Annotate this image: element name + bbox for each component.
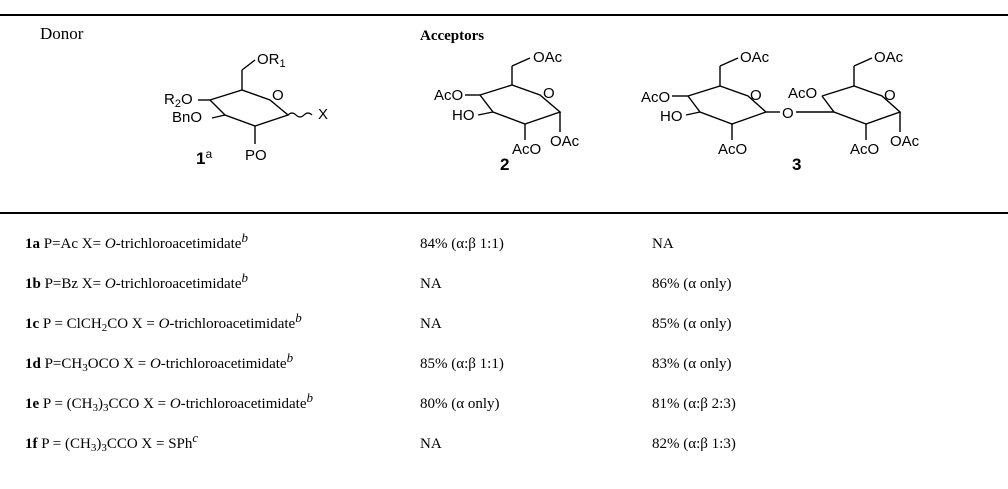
donor-r2o-label: R2O — [164, 91, 193, 110]
donor-cell: 1c P = ClCH2CO X = O-trichloroacetimidat… — [25, 310, 302, 334]
acceptor-3-aco-bottom-right: AcO — [850, 141, 879, 158]
table-top-rule — [0, 14, 1008, 16]
table-header-rule — [0, 212, 1008, 214]
donor-cell: 1d P=CH3OCO X = O-trichloroacetimidateb — [25, 350, 294, 374]
yield-acceptor-3: 82% (α:β 1:3) — [652, 436, 736, 452]
acceptor-3-ring-oxygen-right: O — [884, 87, 896, 104]
acceptor-2-structure — [465, 57, 562, 140]
acceptor-2-compound-number: 2 — [500, 155, 509, 174]
acceptor-3-structure — [672, 57, 902, 140]
acceptor-2-aco-label: AcO — [434, 87, 463, 104]
yield-acceptor-2: NA — [420, 436, 442, 452]
donor-po-label: PO — [245, 147, 267, 164]
yield-acceptor-2: 80% (α only) — [420, 396, 500, 412]
acceptor-2-ring-oxygen: O — [543, 85, 555, 102]
table-row: 1d P=CH3OCO X = O-trichloroacetimidateb … — [0, 346, 1008, 386]
yield-acceptor-3: 86% (α only) — [652, 276, 732, 292]
acceptor-2-ho-label: HO — [452, 107, 475, 124]
yield-acceptor-3: 83% (α only) — [652, 356, 732, 372]
table-row: 1b P=Bz X= O-trichloroacetimidateb NA 86… — [0, 266, 1008, 306]
donor-or1-label: OR1 — [257, 51, 286, 70]
acceptor-3-glycosidic-oxygen: O — [782, 105, 794, 122]
acceptor-2-oac-anomeric: OAc — [550, 133, 580, 150]
donor-bno-label: BnO — [172, 109, 202, 126]
donor-column-header: Donor — [40, 24, 84, 43]
acceptor-3-oac-top-left: OAc — [740, 49, 770, 66]
donor-cell: 1b P=Bz X= O-trichloroacetimidateb — [25, 270, 248, 292]
donor-compound-number: 1a — [196, 147, 212, 168]
acceptor-3-aco-left: AcO — [641, 89, 670, 106]
acceptor-2-oac-top: OAc — [533, 49, 563, 66]
acceptor-3-ho-label: HO — [660, 108, 683, 125]
table-row: 1c P = ClCH2CO X = O-trichloroacetimidat… — [0, 306, 1008, 346]
acceptor-2-aco-bottom: AcO — [512, 141, 541, 158]
acceptor-3-oac-anomeric: OAc — [890, 133, 920, 150]
acceptor-3-oac-top-right: OAc — [874, 49, 904, 66]
donor-structure — [198, 59, 313, 144]
yield-acceptor-2: 84% (α:β 1:1) — [420, 236, 504, 252]
yield-acceptor-2: 85% (α:β 1:1) — [420, 356, 504, 372]
table-row: 1f P = (CH3)3CCO X = SPhc NA 82% (α:β 1:… — [0, 426, 1008, 466]
acceptor-3-compound-number: 3 — [792, 155, 801, 174]
yield-acceptor-3: 81% (α:β 2:3) — [652, 396, 736, 412]
table-row: 1e P = (CH3)3CCO X = O-trichloroacetimid… — [0, 386, 1008, 426]
acceptors-column-header: Acceptors — [420, 28, 485, 44]
yield-acceptor-2: NA — [420, 316, 442, 332]
yield-acceptor-3: 85% (α only) — [652, 316, 732, 332]
donor-cell: 1f P = (CH3)3CCO X = SPhc — [25, 430, 199, 454]
donor-cell: 1e P = (CH3)3CCO X = O-trichloroacetimid… — [25, 390, 314, 414]
structures-figure: OR1 O R2O BnO X PO 1a OAc O AcO HO AcO O… — [164, 49, 920, 174]
acceptor-3-aco-right: AcO — [788, 85, 817, 102]
yield-acceptor-2: NA — [420, 276, 442, 292]
donor-cell: 1a P=Ac X= O-trichloroacetimidateb — [25, 230, 248, 252]
acceptor-3-ring-oxygen-left: O — [750, 87, 762, 104]
donor-x-label: X — [318, 106, 328, 123]
yield-acceptor-3: NA — [652, 236, 674, 252]
table-row: 1a P=Ac X= O-trichloroacetimidateb 84% (… — [0, 226, 1008, 266]
donor-ring-oxygen: O — [272, 87, 284, 104]
acceptor-3-aco-bottom-left: AcO — [718, 141, 747, 158]
